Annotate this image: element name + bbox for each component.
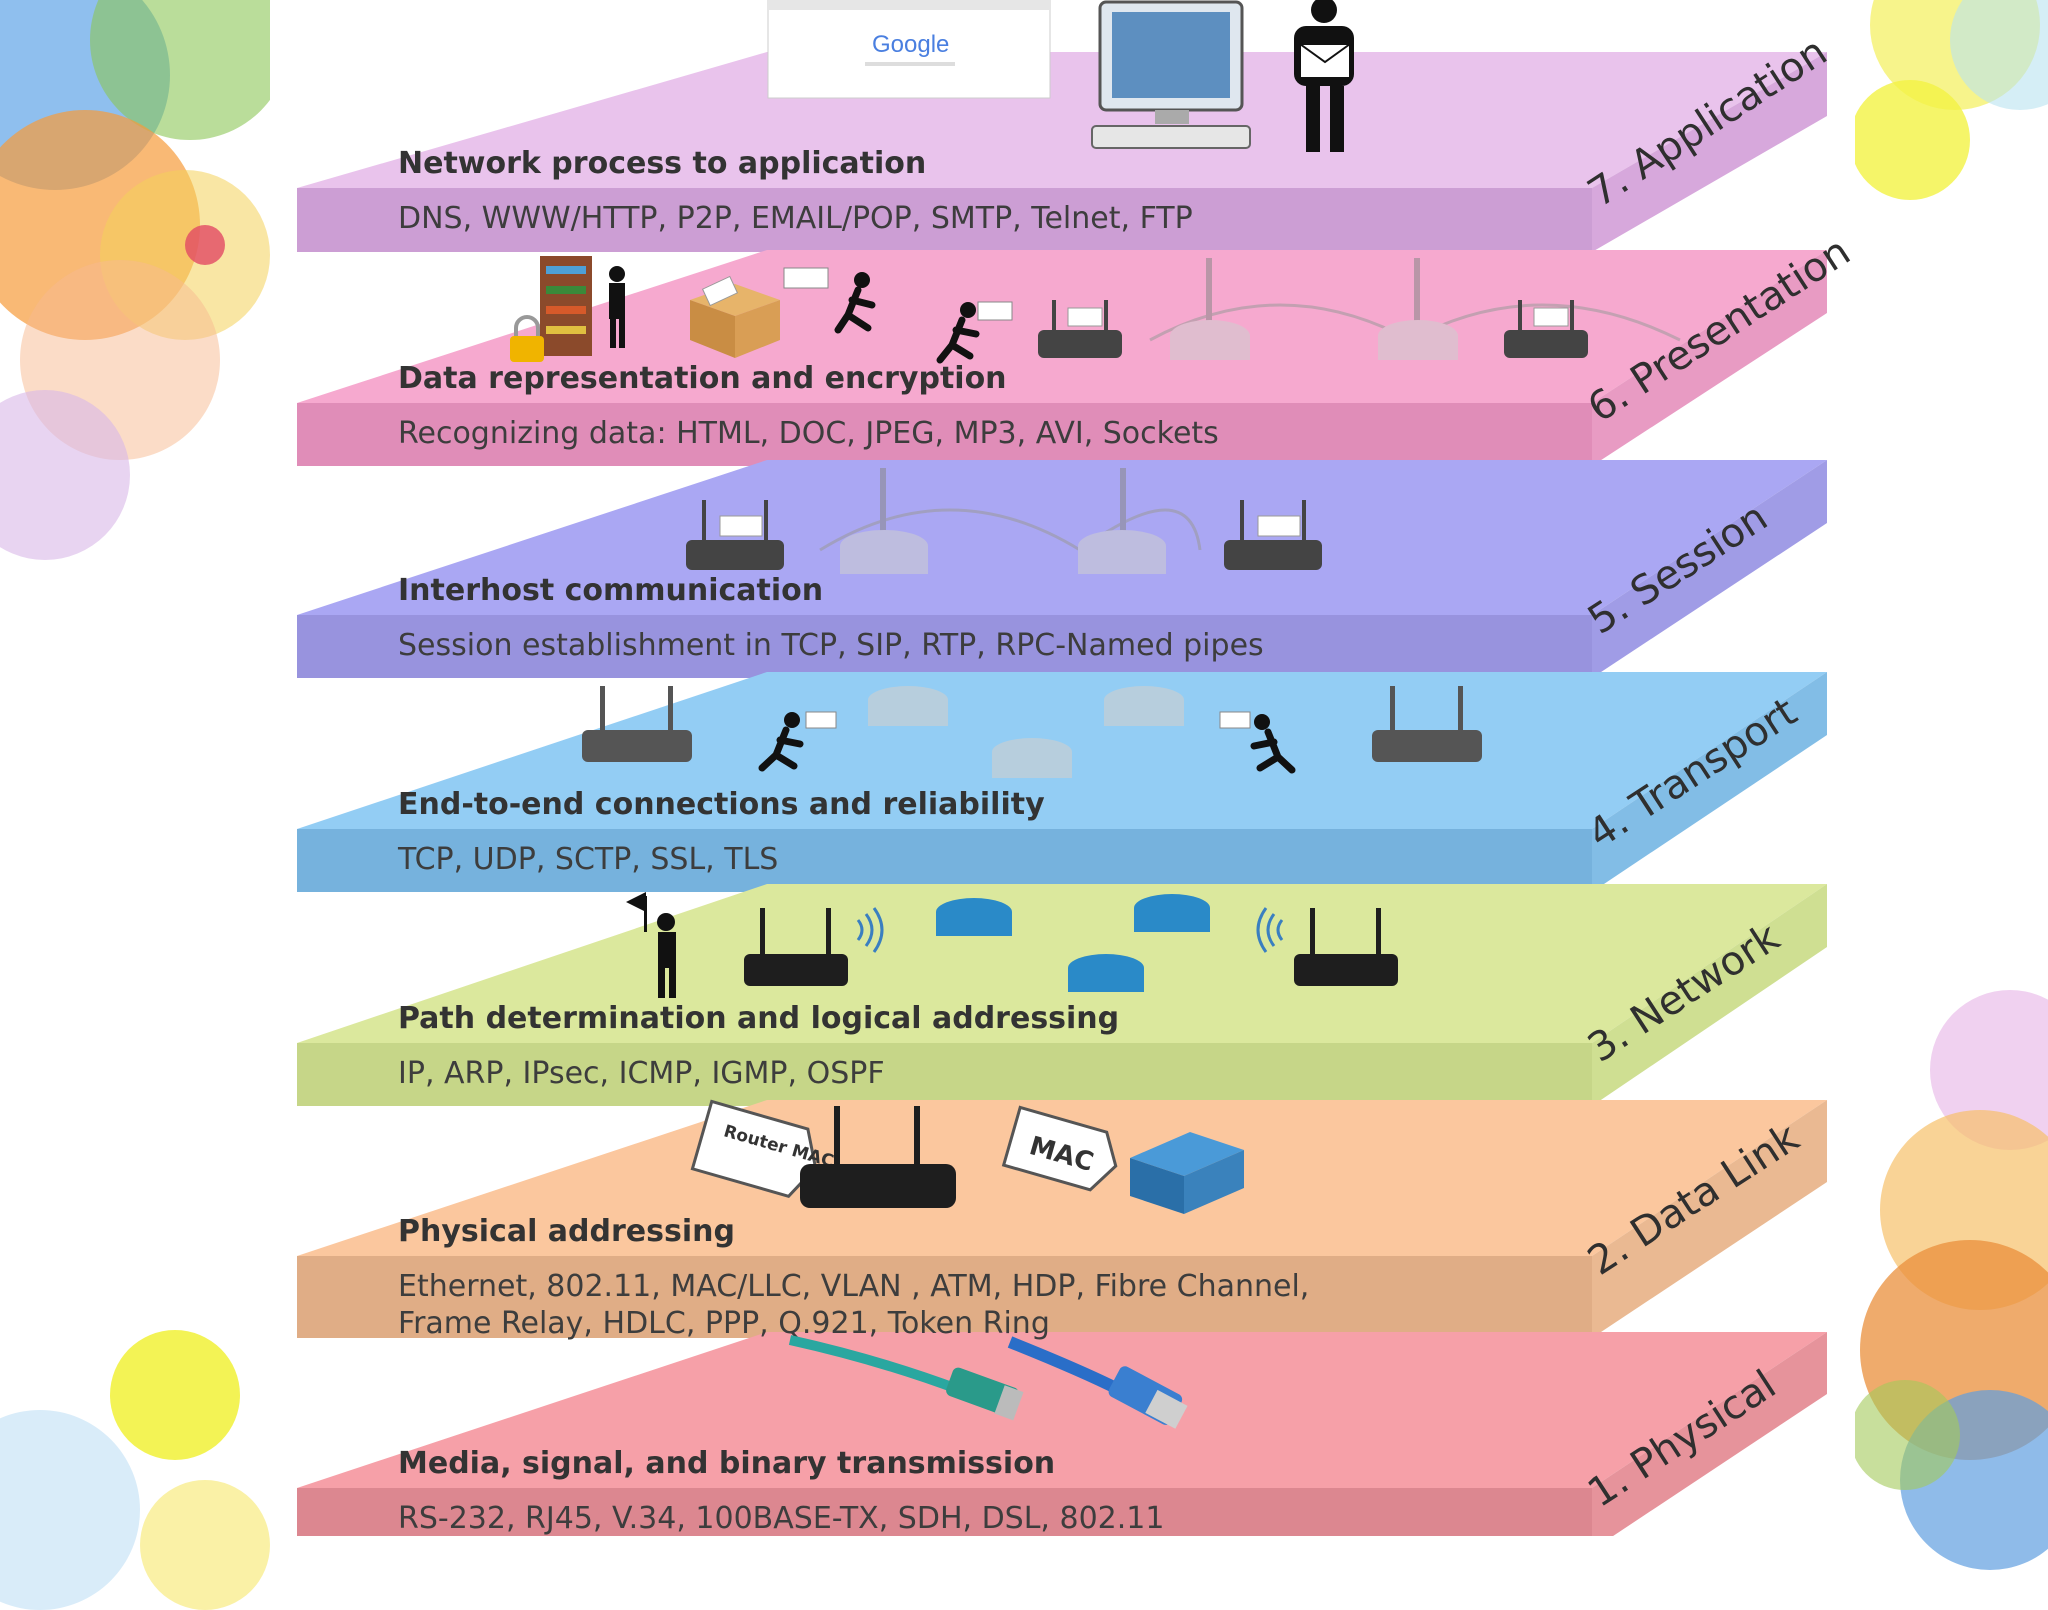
layer-protocols: Session establishment in TCP, SIP, RTP, … xyxy=(398,627,1264,664)
layer-protocols: RS-232, RJ45, V.34, 100BASE-TX, SDH, DSL… xyxy=(398,1500,1164,1537)
layer-title: Media, signal, and binary transmission xyxy=(398,1446,1055,1481)
layer-title: Network process to application xyxy=(398,146,926,181)
layer-title: Path determination and logical addressin… xyxy=(398,1001,1119,1036)
layer-title: End-to-end connections and reliability xyxy=(398,787,1045,822)
layer-title: Physical addressing xyxy=(398,1214,735,1249)
osi-model-slide: Network process to applicationDNS, WWW/H… xyxy=(0,0,2048,1536)
layer-protocols: DNS, WWW/HTTP, P2P, EMAIL/POP, SMTP, Tel… xyxy=(398,200,1193,237)
layer-protocols: TCP, UDP, SCTP, SSL, TLS xyxy=(398,841,778,878)
layer-protocols: IP, ARP, IPsec, ICMP, IGMP, OSPF xyxy=(398,1055,885,1092)
layer-title: Data representation and encryption xyxy=(398,361,1007,396)
layer-title: Interhost communication xyxy=(398,573,823,608)
layer-protocols: Recognizing data: HTML, DOC, JPEG, MP3, … xyxy=(398,415,1219,452)
layer-protocols: Ethernet, 802.11, MAC/LLC, VLAN , ATM, H… xyxy=(398,1268,1309,1342)
